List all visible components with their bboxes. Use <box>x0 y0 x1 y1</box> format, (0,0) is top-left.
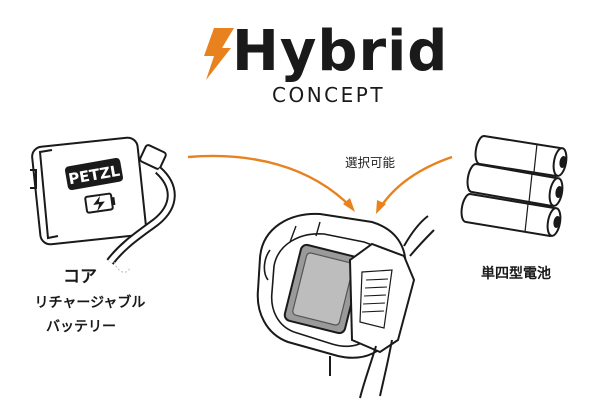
aaa-battery-1 <box>474 134 568 178</box>
headband-strap <box>329 215 435 399</box>
lightning-bolt-icon <box>204 28 234 80</box>
core-battery-pack <box>30 136 147 246</box>
arrow-from-aaa <box>376 155 453 214</box>
logo-wordmark: Hybrid <box>232 19 449 84</box>
aaa-battery-label: 単四型電池 <box>481 266 551 282</box>
core-label: コア <box>63 267 97 287</box>
usb-cable <box>106 144 176 273</box>
hybrid-concept-logo: Hybrid CONCEPT <box>0 0 600 110</box>
selectable-label: 選択可能 <box>344 155 395 170</box>
core-battery-label: バッテリー <box>46 319 116 335</box>
logo-subtitle: CONCEPT <box>272 83 386 107</box>
aaa-battery-3 <box>460 192 562 238</box>
aaa-battery-2 <box>466 162 564 208</box>
core-rechargeable-label: リチャージャブル <box>34 295 146 311</box>
charging-battery-icon <box>84 192 116 214</box>
arrow-from-core <box>187 154 355 212</box>
headlamp-lid <box>348 242 416 354</box>
